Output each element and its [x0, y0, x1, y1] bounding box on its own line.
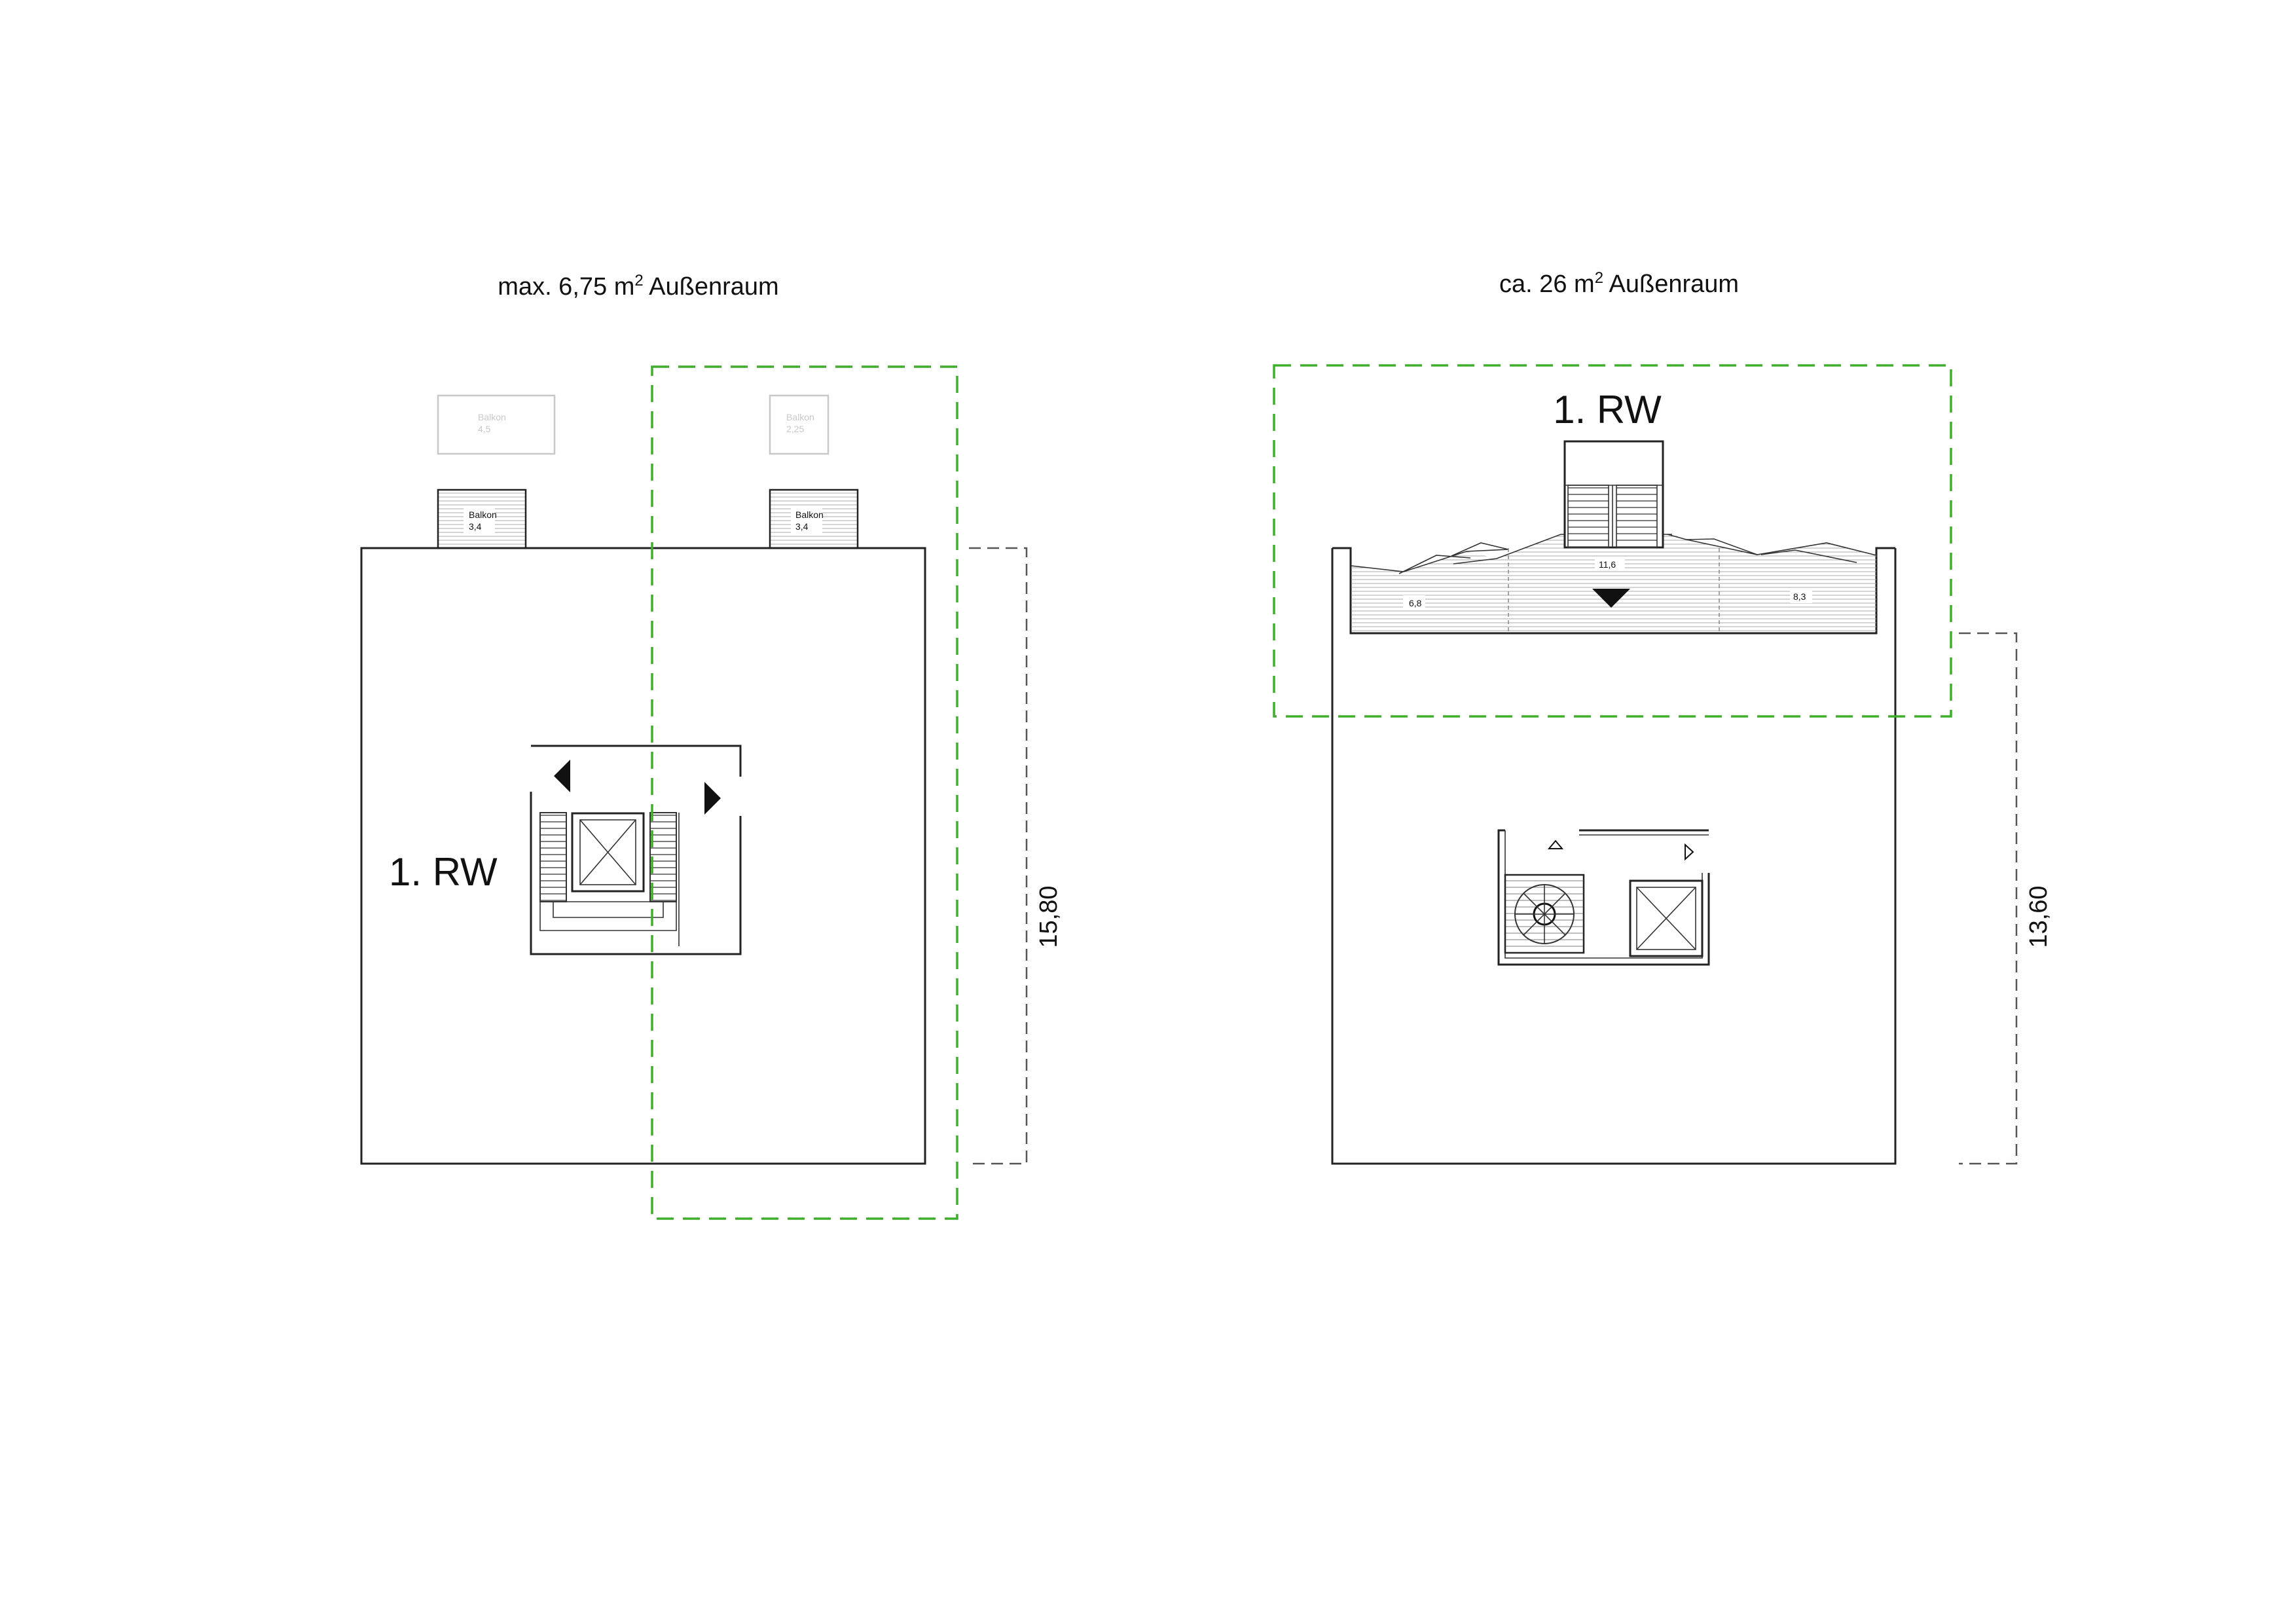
right-core [1497, 829, 1710, 966]
svg-text:2,25: 2,25 [786, 424, 804, 434]
svg-text:11,6: 11,6 [1599, 559, 1616, 570]
svg-text:8,3: 8,3 [1793, 591, 1806, 602]
right-dimension-label: 13,60 [2025, 885, 2052, 948]
right-rw-label: 1. RW [1553, 388, 1662, 432]
right-caption: ca. 26 m2 Außenraum [1499, 269, 1739, 298]
svg-text:6,8: 6,8 [1409, 598, 1422, 608]
left-dimension-label: 15,80 [1035, 885, 1063, 948]
ghost-balcony-2: Balkon 2,25 [769, 394, 829, 455]
svg-text:Balkon: Balkon [786, 412, 814, 422]
roof-stair [1563, 440, 1664, 549]
terrace: 6,8 11,6 8,3 [1351, 534, 1877, 633]
ghost-balcony-1: Balkon 4,5 [437, 394, 556, 455]
left-green-zone [651, 365, 958, 1220]
left-rw-label: 1. RW [389, 850, 498, 894]
left-plan: max. 6,75 m2 Außenraum Balkon 4,5 Balkon… [360, 272, 1063, 1220]
balcony-1: Balkon 3,4 [437, 489, 527, 549]
left-caption: max. 6,75 m2 Außenraum [498, 272, 778, 301]
left-building-outline [360, 547, 926, 1165]
left-dimension-line [969, 547, 1028, 1165]
right-plan: ca. 26 m2 Außenraum 1. RW 6,8 11,6 8,3 [1273, 269, 2052, 1165]
left-core [530, 745, 742, 955]
balcony-2: Balkon 3,4 [769, 489, 859, 549]
right-dimension-line [1959, 632, 2018, 1165]
svg-text:Balkon: Balkon [795, 509, 824, 520]
right-green-zone [1273, 364, 1952, 718]
svg-text:Balkon: Balkon [478, 412, 506, 422]
svg-text:3,4: 3,4 [469, 521, 482, 532]
right-building-outline [1331, 548, 1897, 1165]
svg-text:4,5: 4,5 [478, 424, 491, 434]
svg-text:Balkon: Balkon [469, 509, 497, 520]
svg-text:3,4: 3,4 [795, 521, 809, 532]
